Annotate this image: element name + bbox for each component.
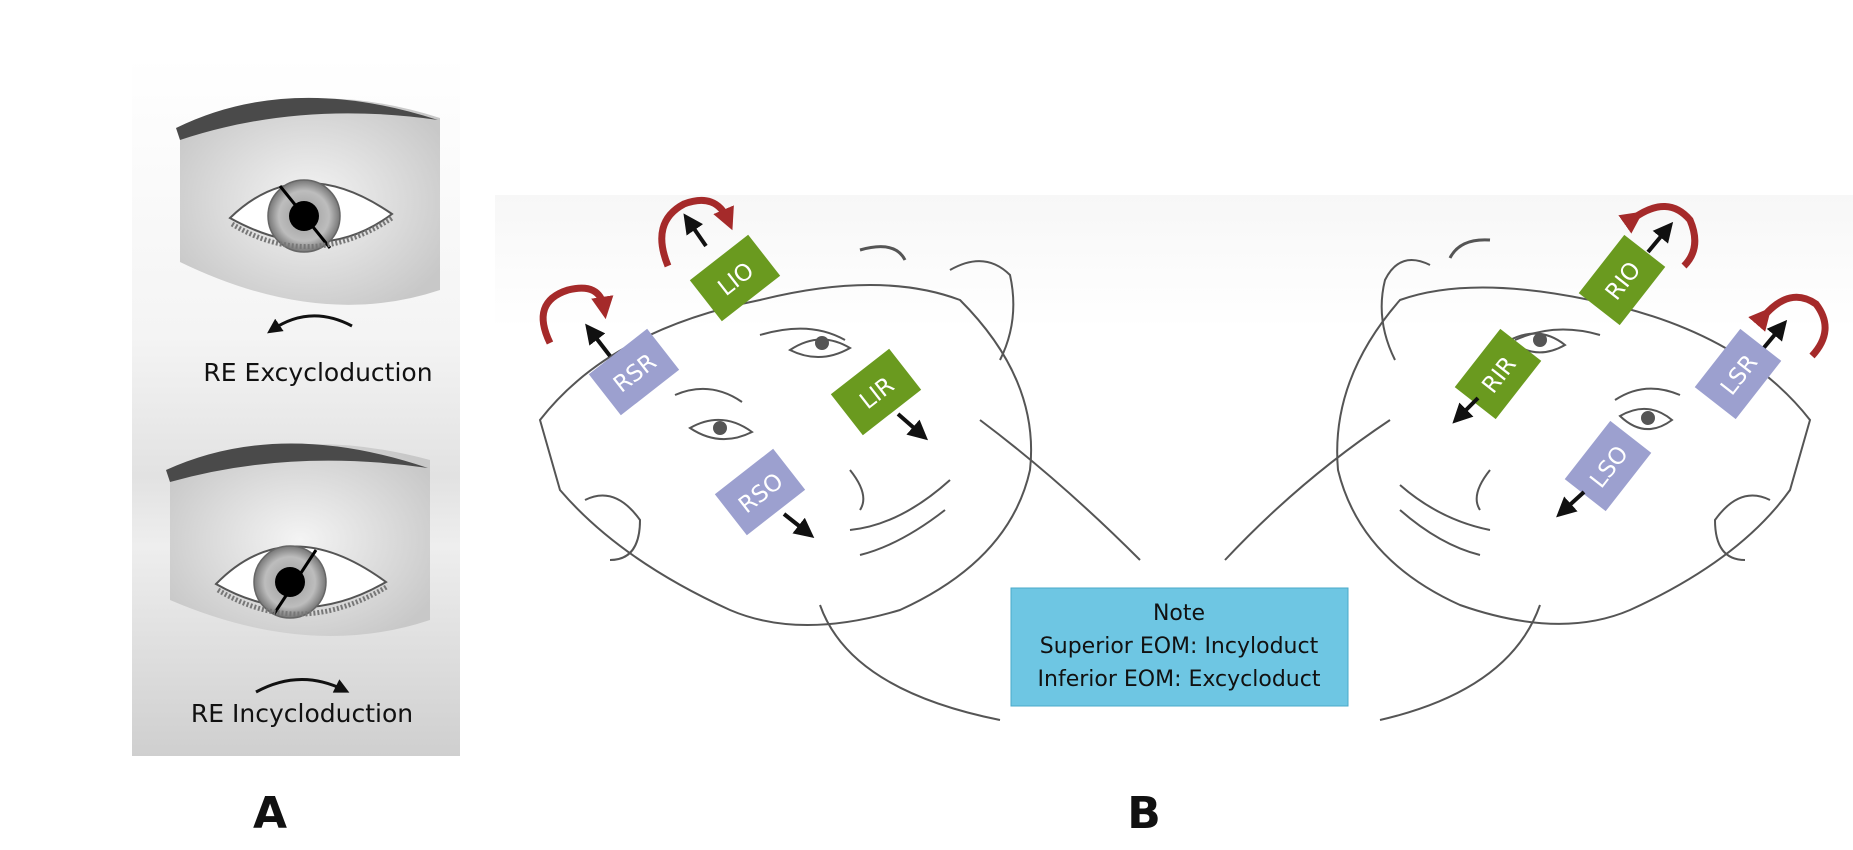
incycloduction-arrow <box>255 678 350 694</box>
note-line-superior: Superior EOM: Incyloduct <box>1040 634 1319 659</box>
tag-lsr: LSR <box>1694 328 1782 420</box>
excycloduction-arrow <box>267 314 353 334</box>
lsr-rotation-arrow <box>1748 293 1829 359</box>
tag-rir: RIR <box>1454 328 1542 420</box>
caption-excycloduction: RE Excycloduction <box>203 358 432 387</box>
rsr-rotation-arrow <box>539 284 614 345</box>
rio-rotation-arrow <box>1618 203 1699 269</box>
rso-direction-arrow <box>782 512 815 538</box>
rsr-direction-arrow <box>585 323 612 358</box>
eye-illustration-bottom <box>166 443 430 636</box>
tag-lso: LSO <box>1564 420 1652 512</box>
note-line-inferior: Inferior EOM: Excycloduct <box>1038 667 1321 692</box>
lio-direction-arrow <box>683 213 708 248</box>
tag-lio: LIO <box>689 234 781 322</box>
panel-label-a: A <box>253 788 287 839</box>
tag-rio: RIO <box>1578 234 1666 326</box>
lio-rotation-arrow <box>658 197 734 268</box>
rio-direction-arrow <box>1646 221 1674 254</box>
tag-lir: LIR <box>830 348 922 436</box>
lsr-direction-arrow <box>1760 319 1788 352</box>
lso-direction-arrow <box>1556 490 1586 518</box>
note-box <box>1010 587 1349 707</box>
panel-label-b: B <box>1127 788 1161 839</box>
lir-direction-arrow <box>896 412 929 441</box>
eye-illustration-top <box>176 97 440 305</box>
caption-incycloduction: RE Incycloduction <box>191 699 413 728</box>
rir-direction-arrow <box>1452 396 1480 424</box>
left-head-sketch <box>538 245 1141 721</box>
note-title: Note <box>1153 601 1205 626</box>
tag-rsr: RSR <box>588 328 680 416</box>
